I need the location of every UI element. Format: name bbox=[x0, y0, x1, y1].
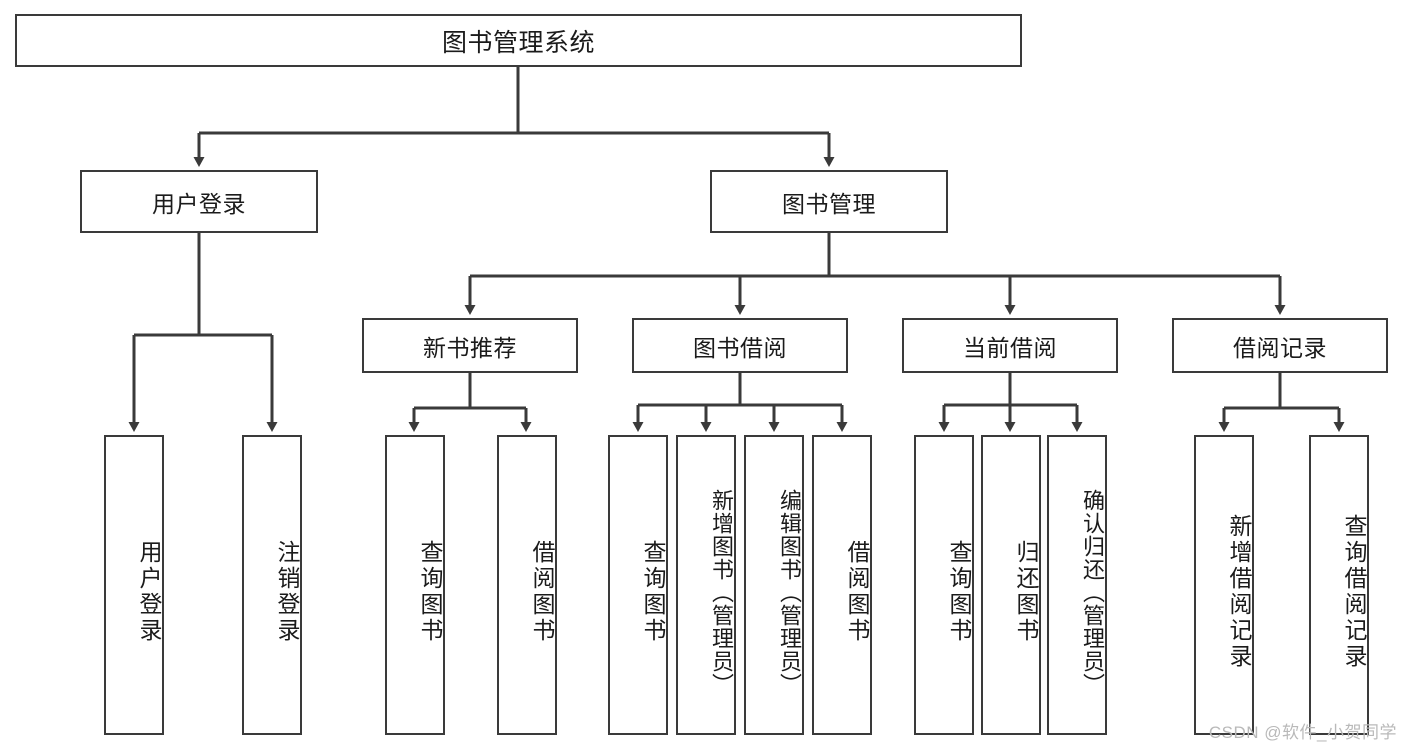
leaf-logout-label: 注销登录 bbox=[274, 540, 300, 644]
leaf-query-borrow-record[interactable]: 查询借阅记录 bbox=[1309, 435, 1369, 735]
node-book-borrow-label: 图书借阅 bbox=[693, 334, 787, 361]
node-root-label: 图书管理系统 bbox=[441, 28, 595, 57]
leaf-add-book[interactable]: 新增图书（管理员） bbox=[676, 435, 736, 735]
leaf-query-book-current[interactable]: 查询图书 bbox=[914, 435, 974, 735]
node-book-management[interactable]: 图书管理 bbox=[710, 170, 948, 233]
leaf-return-book-label: 归还图书 bbox=[1013, 540, 1039, 644]
leaf-query-book-new-label: 查询图书 bbox=[417, 540, 443, 644]
leaf-query-book-new[interactable]: 查询图书 bbox=[385, 435, 445, 735]
node-new-book-recommend[interactable]: 新书推荐 bbox=[362, 318, 578, 373]
node-book-borrow[interactable]: 图书借阅 bbox=[632, 318, 848, 373]
leaf-edit-book[interactable]: 编辑图书（管理员） bbox=[744, 435, 804, 735]
node-new-book-recommend-label: 新书推荐 bbox=[423, 334, 517, 361]
leaf-logout[interactable]: 注销登录 bbox=[242, 435, 302, 735]
watermark: CSDN @软件_小贺同学 bbox=[1208, 723, 1397, 742]
leaf-borrow-book-label: 借阅图书 bbox=[844, 540, 870, 644]
node-current-borrow-label: 当前借阅 bbox=[963, 334, 1057, 361]
leaf-edit-book-label: 编辑图书（管理员） bbox=[777, 488, 802, 696]
leaf-return-book[interactable]: 归还图书 bbox=[981, 435, 1041, 735]
leaf-user-login[interactable]: 用户登录 bbox=[104, 435, 164, 735]
leaf-borrow-book-new[interactable]: 借阅图书 bbox=[497, 435, 557, 735]
leaf-borrow-book[interactable]: 借阅图书 bbox=[812, 435, 872, 735]
leaf-add-borrow-record-label: 新增借阅记录 bbox=[1226, 514, 1252, 670]
leaf-query-borrow-record-label: 查询借阅记录 bbox=[1341, 514, 1367, 670]
leaf-query-book-borrow-label: 查询图书 bbox=[640, 540, 666, 644]
node-current-borrow[interactable]: 当前借阅 bbox=[902, 318, 1118, 373]
leaf-query-book-current-label: 查询图书 bbox=[946, 540, 972, 644]
node-user-login[interactable]: 用户登录 bbox=[80, 170, 318, 233]
node-book-management-label: 图书管理 bbox=[782, 190, 876, 217]
node-root[interactable]: 图书管理系统 bbox=[15, 14, 1022, 67]
leaf-confirm-return[interactable]: 确认归还（管理员） bbox=[1047, 435, 1107, 735]
node-user-login-label: 用户登录 bbox=[152, 190, 246, 217]
leaf-confirm-return-label: 确认归还（管理员） bbox=[1080, 488, 1105, 696]
leaf-add-borrow-record[interactable]: 新增借阅记录 bbox=[1194, 435, 1254, 735]
leaf-borrow-book-new-label: 借阅图书 bbox=[529, 540, 555, 644]
leaf-query-book-borrow[interactable]: 查询图书 bbox=[608, 435, 668, 735]
node-borrow-record-label: 借阅记录 bbox=[1233, 334, 1327, 361]
leaf-user-login-label: 用户登录 bbox=[136, 540, 162, 644]
leaf-add-book-label: 新增图书（管理员） bbox=[709, 488, 734, 696]
node-borrow-record[interactable]: 借阅记录 bbox=[1172, 318, 1388, 373]
